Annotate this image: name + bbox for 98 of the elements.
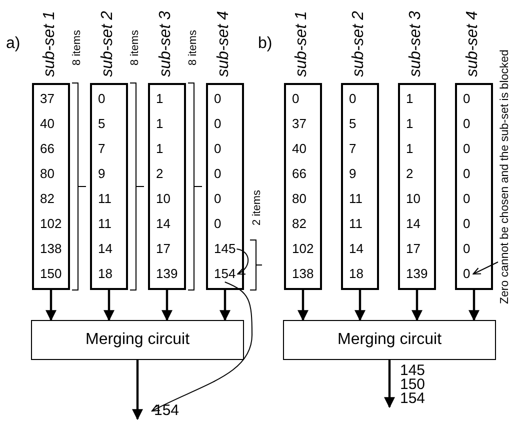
list-value: 0 [292,91,300,107]
column-heading: sub-set 4 [464,11,482,77]
list-value: 10 [156,191,170,207]
list-value: 0 [463,266,470,282]
list-value: 1 [406,91,414,107]
list-value: 18 [349,266,364,282]
list-value: 145 [214,241,236,257]
annotation-text: Zero cannot be chosen and the sub-set is blocked [499,6,515,304]
output-value: 145 [400,364,426,378]
process-box: Merging circuit [31,320,244,360]
list-value: 11 [349,191,362,207]
curved-arrow [151,282,252,412]
list-value: 66 [40,141,54,157]
list-value: 17 [406,241,420,257]
list-value: 5 [98,116,106,132]
arrow [468,290,480,322]
item-count-label: 8 items [188,30,199,66]
list-value: 2 [156,166,164,182]
leader-arrow [472,262,498,275]
list-value: 37 [40,91,54,107]
list-value: 2 [406,166,414,182]
list-value: 1 [156,116,164,132]
list-value: 0 [349,91,356,107]
list-value: 40 [40,116,54,132]
list-value: 11 [98,216,112,232]
output-value: 154 [154,404,180,418]
list-value: 14 [406,216,420,232]
list-value: 7 [98,141,106,157]
column-heading: sub-set 3 [407,11,425,77]
item-count-label: 8 items [72,30,83,66]
list-value: 9 [349,166,356,182]
list-value: 0 [214,141,222,157]
list-value: 138 [292,266,314,282]
column-heading: sub-set 1 [41,11,59,77]
list-value: 14 [98,241,112,257]
list-value: 40 [292,141,306,157]
list-value: 154 [214,266,236,282]
list-value: 66 [292,166,306,182]
column-heading: sub-set 3 [157,11,175,77]
arrow [46,290,56,322]
list-value: 0 [463,166,470,182]
list-value: 0 [214,116,222,132]
output-value: 154 [400,392,426,406]
column-heading: sub-set 4 [215,11,233,77]
list-value: 150 [40,266,62,282]
list-value: 82 [292,216,306,232]
curved-arrow [236,248,249,275]
list-value: 0 [214,91,222,107]
list-value: 0 [98,91,106,107]
list-value: 0 [214,191,222,207]
output-value: 150 [400,378,426,392]
column-heading: sub-set 2 [99,11,117,77]
arrow [162,290,172,322]
list-value: 0 [463,216,470,232]
arrow [104,290,114,322]
list-value: 102 [292,241,314,257]
list-value: 1 [156,141,164,157]
arrow [384,360,395,408]
arrow [132,360,143,420]
list-value: 1 [156,91,164,107]
arrow [412,290,422,322]
list-value: 138 [40,241,62,257]
panel-label: b) [258,36,272,52]
list-value: 11 [349,216,362,232]
list-value: 139 [406,266,428,282]
arrow [298,290,308,322]
process-box: Merging circuit [283,320,496,360]
list-value: 18 [98,266,112,282]
item-count-label: 8 items [130,30,141,66]
list-value: 0 [214,216,222,232]
column-heading: sub-set 1 [293,11,311,77]
list-value: 82 [40,191,54,207]
list-value: 14 [349,241,364,257]
list-value: 0 [463,141,470,157]
column-heading: sub-set 2 [350,11,368,77]
list-value: 0 [214,166,222,182]
list-value: 11 [98,191,112,207]
item-count-label: 2 items [252,190,263,226]
list-value: 37 [292,116,306,132]
list-value: 0 [463,241,470,257]
list-value: 0 [463,116,470,132]
list-value: 102 [40,216,62,232]
list-value: 139 [156,266,178,282]
list-value: 80 [292,191,306,207]
list-value: 80 [40,166,54,182]
list-value: 14 [156,216,170,232]
list-value: 0 [463,91,470,107]
list-value: 0 [463,191,470,207]
list-value: 5 [349,116,356,132]
list-value: 1 [406,141,414,157]
list-value: 10 [406,191,420,207]
arrow [354,290,366,322]
list-value: 1 [406,116,414,132]
panel-label: a) [6,36,20,52]
list-value: 17 [156,241,170,257]
arrow [220,290,230,322]
list-value: 7 [349,141,356,157]
list-value: 9 [98,166,106,182]
